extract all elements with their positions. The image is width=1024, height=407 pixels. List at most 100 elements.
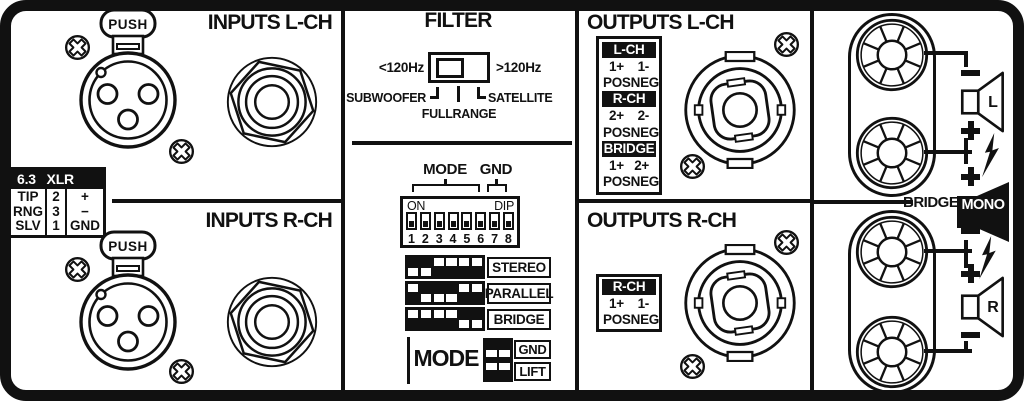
divider-inputs-filter [341, 10, 345, 393]
wire [924, 249, 972, 253]
dip-switch-lever [475, 212, 487, 230]
gnd-label-box: GND [514, 340, 551, 359]
pin-number: 3 [52, 203, 60, 219]
polarity: NEG [630, 124, 660, 140]
filter-low-label: <120Hz [378, 60, 424, 75]
out-l-header: R-CH [602, 91, 656, 108]
dip-switch-number: 8 [504, 232, 512, 246]
mode-group-bar [407, 337, 410, 384]
lift-label-text: LIFT [519, 364, 546, 379]
dip-switch-number: 3 [435, 232, 443, 246]
pin-signal: GND [70, 218, 100, 233]
polarity: POS [603, 124, 631, 140]
pin: 2- [637, 108, 650, 124]
dip-switch-number: 1 [408, 232, 415, 246]
terminal-minus [961, 70, 980, 76]
mono-label: MONO [961, 197, 1005, 213]
out-r-header: R-CH [602, 279, 656, 296]
dip-switch-number: 6 [477, 232, 485, 246]
wire [924, 51, 968, 55]
stereo-label-text: STEREO [492, 260, 546, 275]
dip-switch-lever [461, 212, 473, 230]
xlr-l-push-label: PUSH [108, 17, 148, 32]
wire [964, 341, 968, 353]
filter-fullrange-label: FULLRANGE [421, 107, 497, 121]
divider-filter-outputs [575, 10, 579, 393]
bridge-label: BRIDGE [903, 194, 959, 211]
pin-number: 1 [52, 218, 60, 233]
pin-conn: SLV [15, 218, 41, 233]
wire [924, 150, 972, 154]
outputs-r-title: OUTPUTS R-CH [587, 209, 737, 232]
polarity: POS [603, 174, 631, 190]
filter-title: FILTER [424, 9, 492, 32]
divider-filter-dip [352, 141, 572, 145]
outputs-l-title: OUTPUTS L-CH [587, 11, 735, 34]
gnd-bracket-tick [495, 179, 498, 185]
pin: 1+ [609, 295, 624, 311]
dip-switch-number: 7 [491, 232, 499, 246]
bridge-connector-line [813, 200, 913, 204]
dip-dip-label: DIP [494, 199, 514, 213]
bridge-mode-label: BRIDGE [487, 309, 551, 330]
dip-on-label: ON [407, 199, 426, 213]
terminal-plus [961, 264, 980, 283]
terminal-minus [961, 228, 980, 234]
dip-switch-lever [419, 212, 431, 230]
filter-pos-left-mark [430, 87, 439, 99]
dip-switch-lever [406, 212, 417, 230]
mode-big-label: MODE [413, 345, 480, 371]
wire [964, 138, 968, 164]
gnd-label-text: GND [518, 342, 547, 357]
pin: 2+ [609, 108, 624, 124]
stereo-label: STEREO [487, 257, 551, 278]
bridge-mode-label-text: BRIDGE [493, 312, 545, 327]
lift-label-box: LIFT [514, 362, 551, 381]
wire [924, 349, 972, 353]
dip-switch-lever [433, 212, 445, 230]
dip-switch-number: 2 [421, 232, 429, 246]
polarity: NEG [630, 174, 660, 190]
filter-satellite-label: SATELLITE [488, 91, 553, 105]
filter-subwoofer-label: SUBWOOFER [346, 91, 426, 105]
inputs-r-title: INPUTS R-CH [205, 209, 332, 232]
stereo-pattern [405, 255, 485, 279]
dip-mode-label: MODE [423, 161, 467, 178]
out-l-header: BRIDGE [602, 140, 656, 157]
mode-bracket-tick [444, 179, 447, 185]
pin-table-header: 6.3 XLR [11, 170, 103, 189]
pin: 1+ [609, 158, 624, 174]
dip-switch-lever [489, 212, 501, 230]
gnd-bracket [487, 184, 507, 192]
filter-switch-knob [436, 58, 464, 78]
filter-pos-right-mark [477, 87, 486, 99]
parallel-label: PARALLEL [484, 283, 554, 304]
pin-signal: + [81, 189, 89, 204]
dip-switch-row [406, 212, 514, 230]
pin-conn: RNG [13, 203, 43, 219]
speaker-r-letter: R [987, 299, 999, 316]
polarity: NEG [630, 75, 660, 91]
bridge-pattern [405, 307, 485, 331]
parallel-pattern [405, 281, 485, 305]
dip-switch-lever [447, 212, 459, 230]
dip-switch-number: 4 [449, 232, 457, 246]
dip-switch-number: 5 [463, 232, 471, 246]
parallel-label-text: PARALLEL [484, 286, 554, 301]
pin: 1- [637, 58, 650, 74]
divider-outputs-wiring [810, 10, 814, 393]
filter-pos-center-mark [457, 86, 460, 102]
pin-number: 2 [52, 189, 60, 204]
divider-outputs-lr [578, 199, 810, 203]
pin: 1+ [609, 58, 624, 74]
filter-high-label: >120Hz [496, 60, 542, 75]
dip-switch-lever [502, 212, 514, 230]
terminal-plus [961, 121, 980, 140]
polarity: POS [603, 311, 631, 327]
inputs-l-title: INPUTS L-CH [207, 11, 333, 34]
xlr-r-push-label: PUSH [108, 239, 148, 254]
